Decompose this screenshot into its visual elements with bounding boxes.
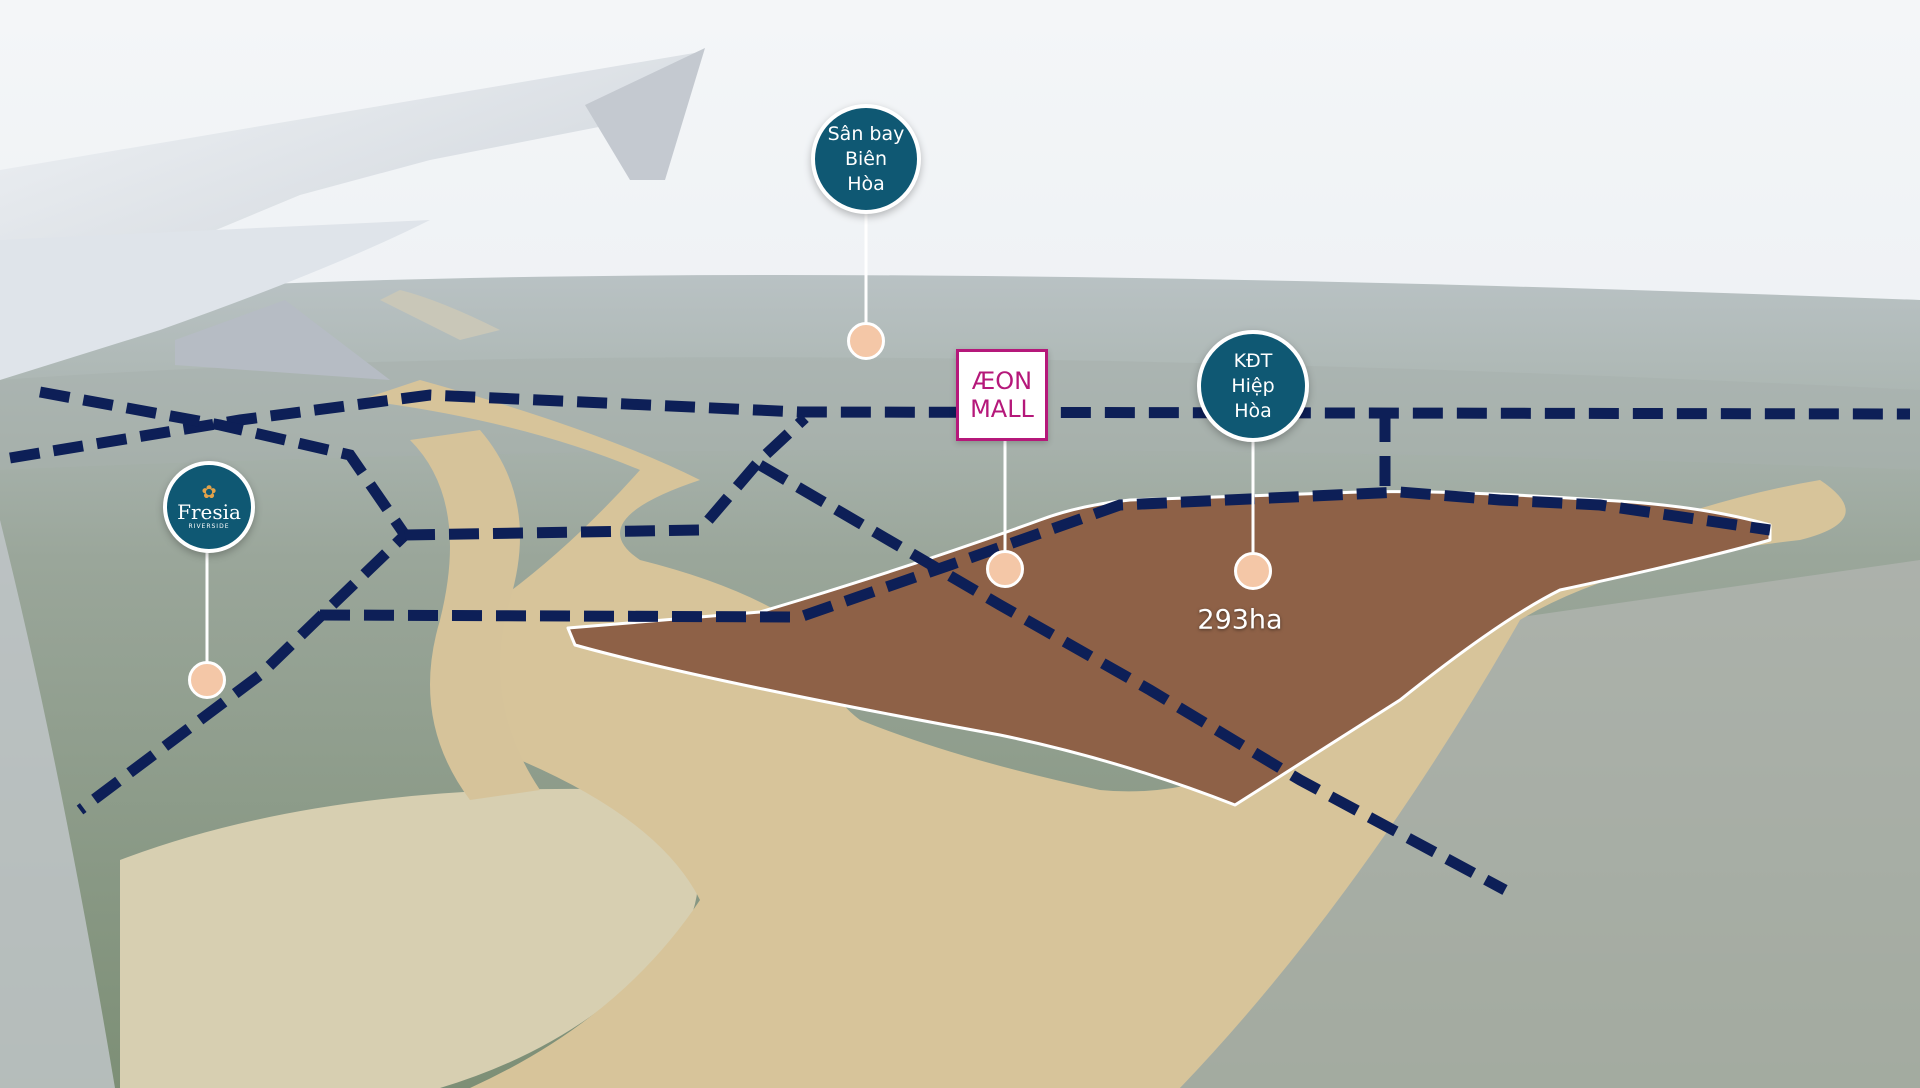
aeon-logo-line2: MALL [970, 395, 1034, 423]
route-diagonal [757, 460, 1508, 895]
hiep-hoa-marker-stem [1251, 436, 1255, 562]
hiep-hoa-location-dot [1234, 552, 1272, 590]
hiep-hoa-marker-label: KĐT Hiệp Hòa [1231, 349, 1275, 422]
urban-southeast [1180, 560, 1920, 1088]
winglet [585, 48, 705, 180]
aeon-logo-line1: ÆON [971, 367, 1033, 395]
route-lines [9, 386, 1911, 895]
route-north-main [9, 389, 1911, 464]
airplane-wing [0, 52, 700, 320]
project-parcel [566, 490, 1772, 807]
project-area-label: 293ha [1197, 604, 1283, 636]
fresia-logo-word: Fresia [177, 500, 241, 524]
airplane-flap [175, 300, 390, 380]
airport-marker-label: Sân bay Biên Hòa [827, 122, 905, 195]
fresia-marker-stem [205, 550, 209, 674]
aeon-marker-stem [1003, 441, 1007, 561]
aeon-mall-logo[interactable]: ÆON MALL [956, 349, 1048, 441]
field-south [120, 788, 699, 1088]
fresia-logo-sub: RIVERSIDE [188, 523, 230, 530]
river-north [380, 290, 500, 340]
airport-location-dot [847, 322, 885, 360]
aeon-location-dot [986, 550, 1024, 588]
window-frame-edge [0, 520, 115, 1088]
airport-marker[interactable]: Sân bay Biên Hòa [811, 104, 921, 214]
river-main [360, 380, 1846, 1088]
hiep-hoa-marker[interactable]: KĐT Hiệp Hòa [1197, 330, 1309, 442]
airplane-wing-lower [0, 220, 430, 380]
fresia-location-dot [188, 661, 226, 699]
airport-marker-stem [864, 204, 868, 326]
leaf-icon: ✿ [201, 482, 217, 502]
route-inner-west [404, 413, 809, 541]
fresia-riverside-logo[interactable]: ✿ Fresia RIVERSIDE [163, 461, 255, 553]
route-inner-south [319, 486, 1771, 623]
